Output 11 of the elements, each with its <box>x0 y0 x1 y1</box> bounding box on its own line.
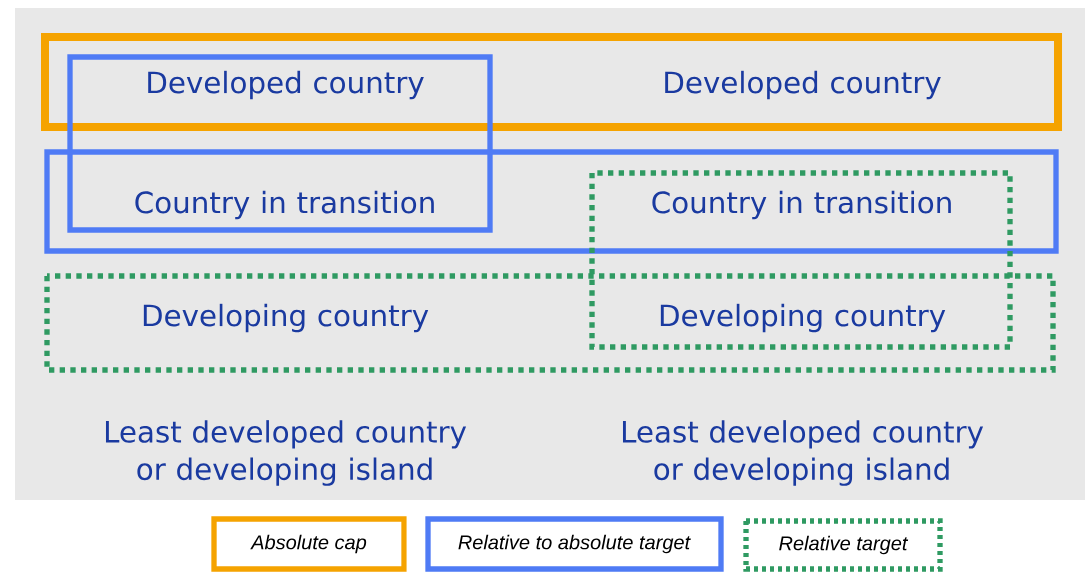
label: Developing country <box>660 303 946 333</box>
legend-text: Absolute cap <box>250 534 367 554</box>
legend-text: Relative target <box>779 535 909 555</box>
label: Country in transition <box>135 190 434 220</box>
label: Developed country <box>665 70 941 100</box>
label: Least developed country or developing island <box>106 420 467 486</box>
label: Country in transition <box>652 190 951 220</box>
label: Developing country <box>143 303 429 333</box>
legend-text: Relative to absolute target <box>458 534 691 554</box>
label: Developed country <box>148 70 424 100</box>
label: Least developed country or developing island <box>623 420 984 486</box>
